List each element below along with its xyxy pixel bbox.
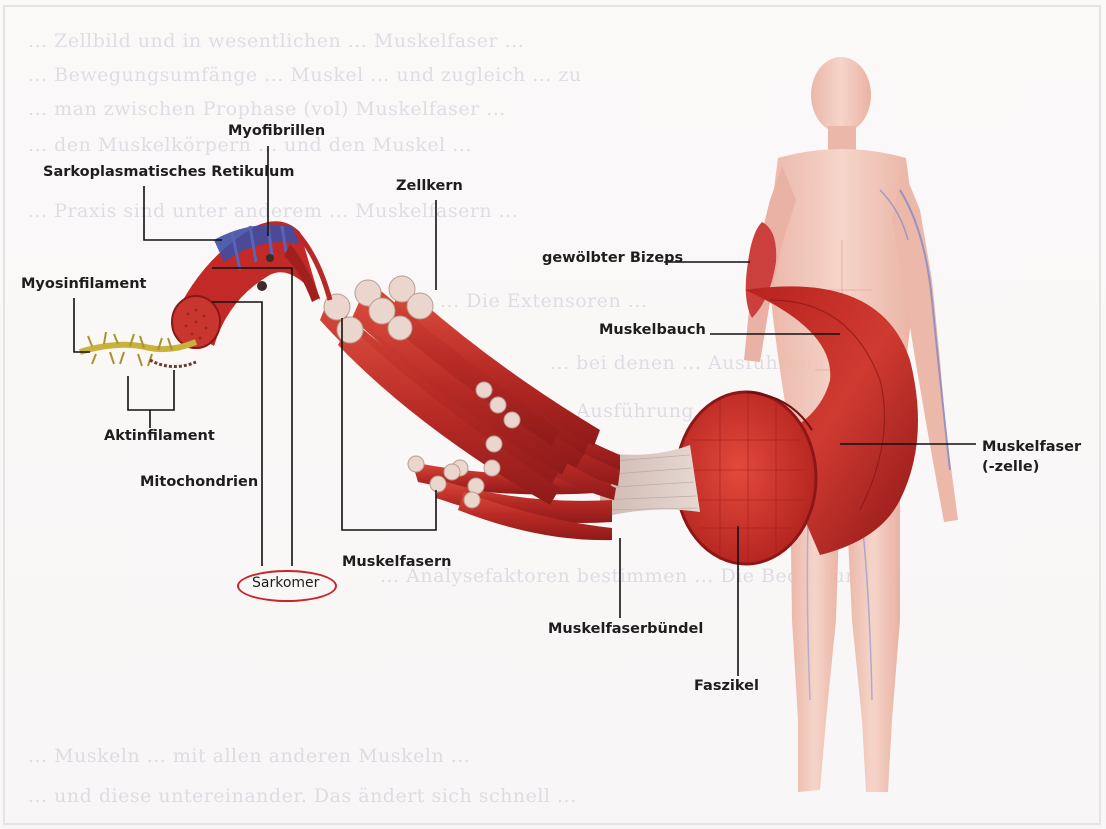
label-myofibrillen: Myofibrillen <box>228 123 325 139</box>
label-gewoelbter-bizeps: gewölbter Bizeps <box>542 250 683 266</box>
label-muskelfaser: Muskelfaser (-zelle) <box>982 437 1081 477</box>
label-myosinfilament: Myosinfilament <box>21 276 146 292</box>
label-muskelbauch: Muskelbauch <box>599 322 706 338</box>
label-muskelfasern: Muskelfasern <box>342 554 451 570</box>
muscle-fibers-bundle <box>320 276 620 540</box>
label-sarkomer: Sarkomer <box>252 575 319 591</box>
label-muskelfaserbuendel: Muskelfaserbündel <box>548 621 703 637</box>
label-aktinfilament: Aktinfilament <box>104 428 215 444</box>
label-faszikel: Faszikel <box>694 678 759 694</box>
actin-filament <box>150 360 196 367</box>
label-muskelfaser-line2: (-zelle) <box>982 457 1081 477</box>
label-zellkern: Zellkern <box>396 178 463 194</box>
label-sarkoplasmatisches-retikulum: Sarkoplasmatisches Retikulum <box>43 164 294 180</box>
label-mitochondrien: Mitochondrien <box>140 474 258 490</box>
label-muskelfaser-line1: Muskelfaser <box>982 437 1081 457</box>
